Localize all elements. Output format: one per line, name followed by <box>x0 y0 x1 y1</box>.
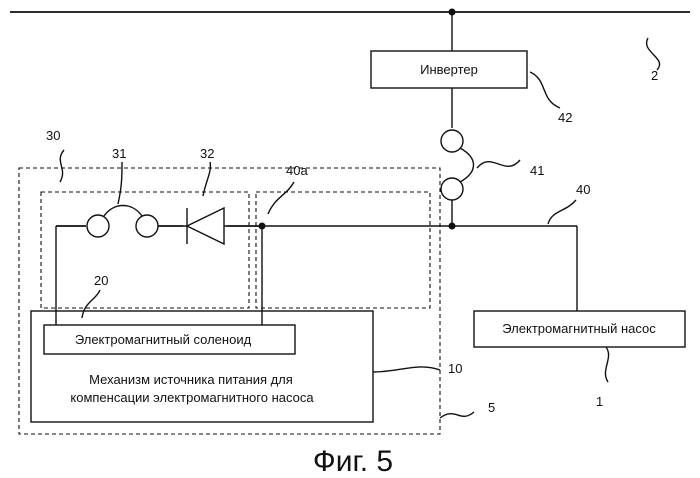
figure-caption: Фиг. 5 <box>313 445 393 478</box>
leader-41 <box>477 160 520 168</box>
mechanism-label-line2: компенсации электромагнитного насоса <box>70 390 314 405</box>
ref-40: 40 <box>576 182 590 197</box>
connector-41-upper <box>441 130 463 152</box>
leader-42 <box>530 72 560 108</box>
inverter-label: Инвертер <box>420 62 478 77</box>
leader-30 <box>60 150 64 182</box>
connector-41-lower <box>441 178 463 200</box>
pump-label: Электромагнитный насос <box>502 321 656 336</box>
switch-31-gap <box>86 214 158 238</box>
leader-5 <box>440 412 474 418</box>
ref-41: 41 <box>530 163 544 178</box>
mechanism-label-line1: Механизм источника питания для <box>89 372 293 387</box>
leader-1 <box>605 347 608 382</box>
boundary-40a <box>256 192 430 308</box>
ref-5: 5 <box>488 400 495 415</box>
diode-32-gap <box>183 206 227 246</box>
ref-31: 31 <box>112 146 126 161</box>
ref-30: 30 <box>46 128 60 143</box>
ref-32: 32 <box>200 146 214 161</box>
ref-42: 42 <box>558 110 572 125</box>
ref-20: 20 <box>94 273 108 288</box>
connector-41-bridge <box>460 148 474 182</box>
leader-10 <box>373 367 440 372</box>
leader-40 <box>548 200 576 224</box>
leader-40a <box>268 182 294 214</box>
leader-32 <box>203 162 210 196</box>
ref-1: 1 <box>596 394 603 409</box>
leader-2 <box>647 38 660 70</box>
ref-10: 10 <box>448 361 462 376</box>
solenoid-label: Электромагнитный соленоид <box>75 332 252 347</box>
ref-40a: 40a <box>286 163 308 178</box>
ref-2: 2 <box>651 68 658 83</box>
